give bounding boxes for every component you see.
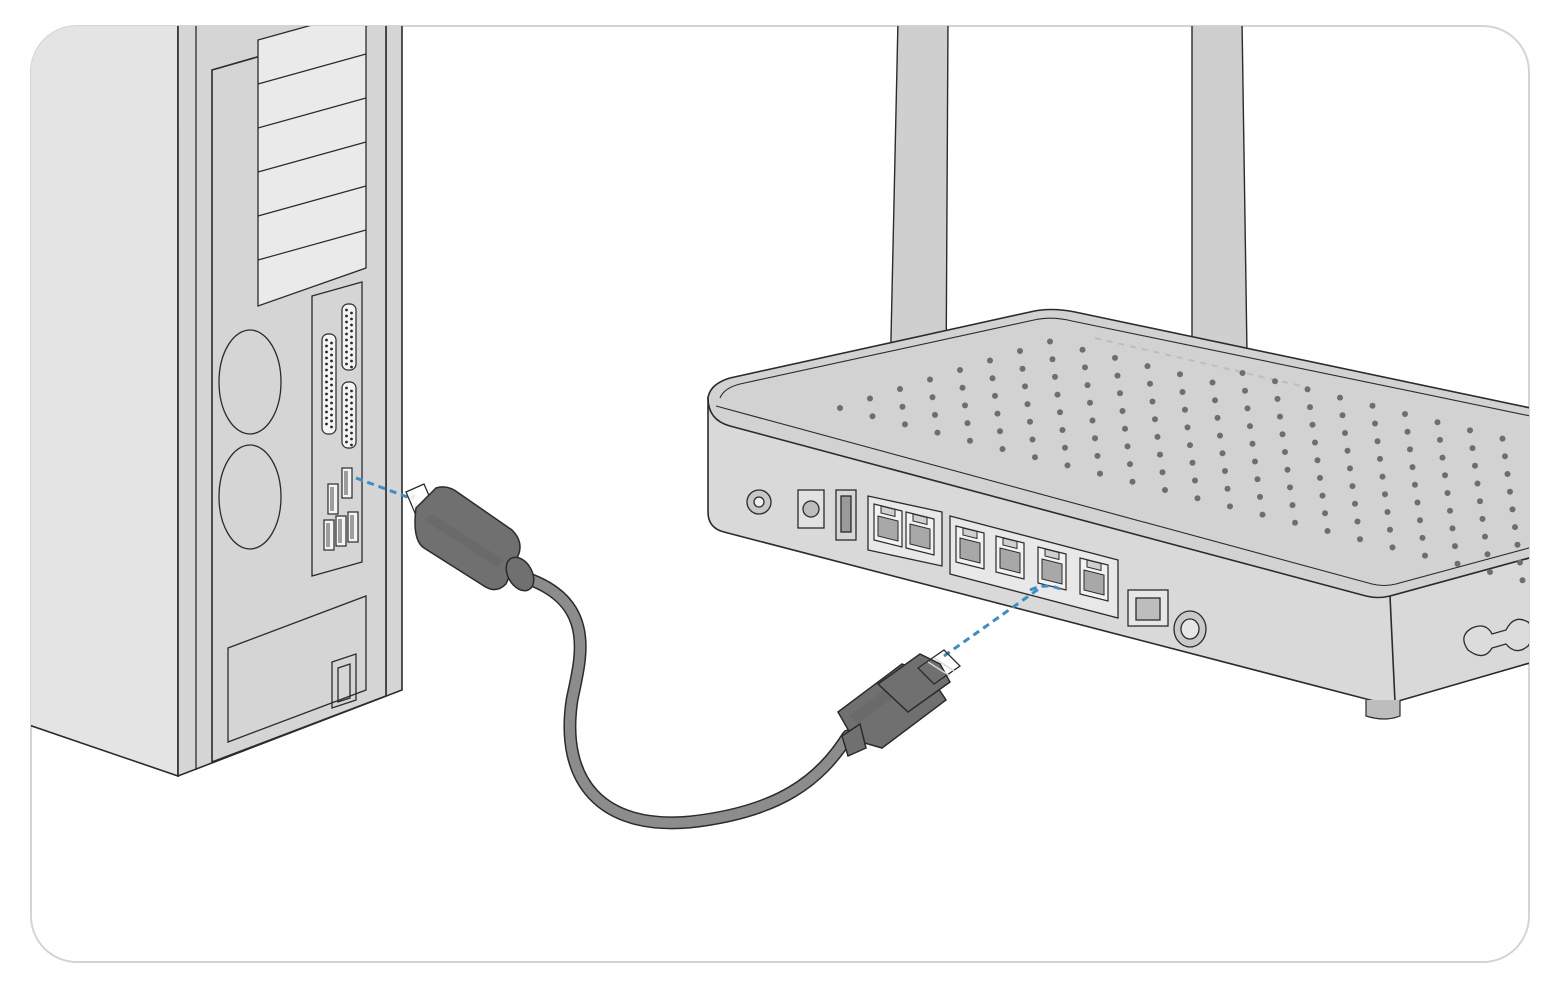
pc-io-ports xyxy=(321,303,359,551)
pc-expansion-slots xyxy=(257,26,367,307)
ethernet-plug-icon xyxy=(837,649,962,758)
router-antennas xyxy=(889,26,1249,421)
router-back-panel xyxy=(746,489,1529,657)
ethernet-cable xyxy=(513,569,855,830)
usb-adapter-icon xyxy=(405,483,535,592)
connection-guides xyxy=(355,476,1063,658)
router-icon xyxy=(707,308,1529,720)
router-vent-grid xyxy=(837,338,1526,584)
pc-tower-icon xyxy=(31,26,403,778)
